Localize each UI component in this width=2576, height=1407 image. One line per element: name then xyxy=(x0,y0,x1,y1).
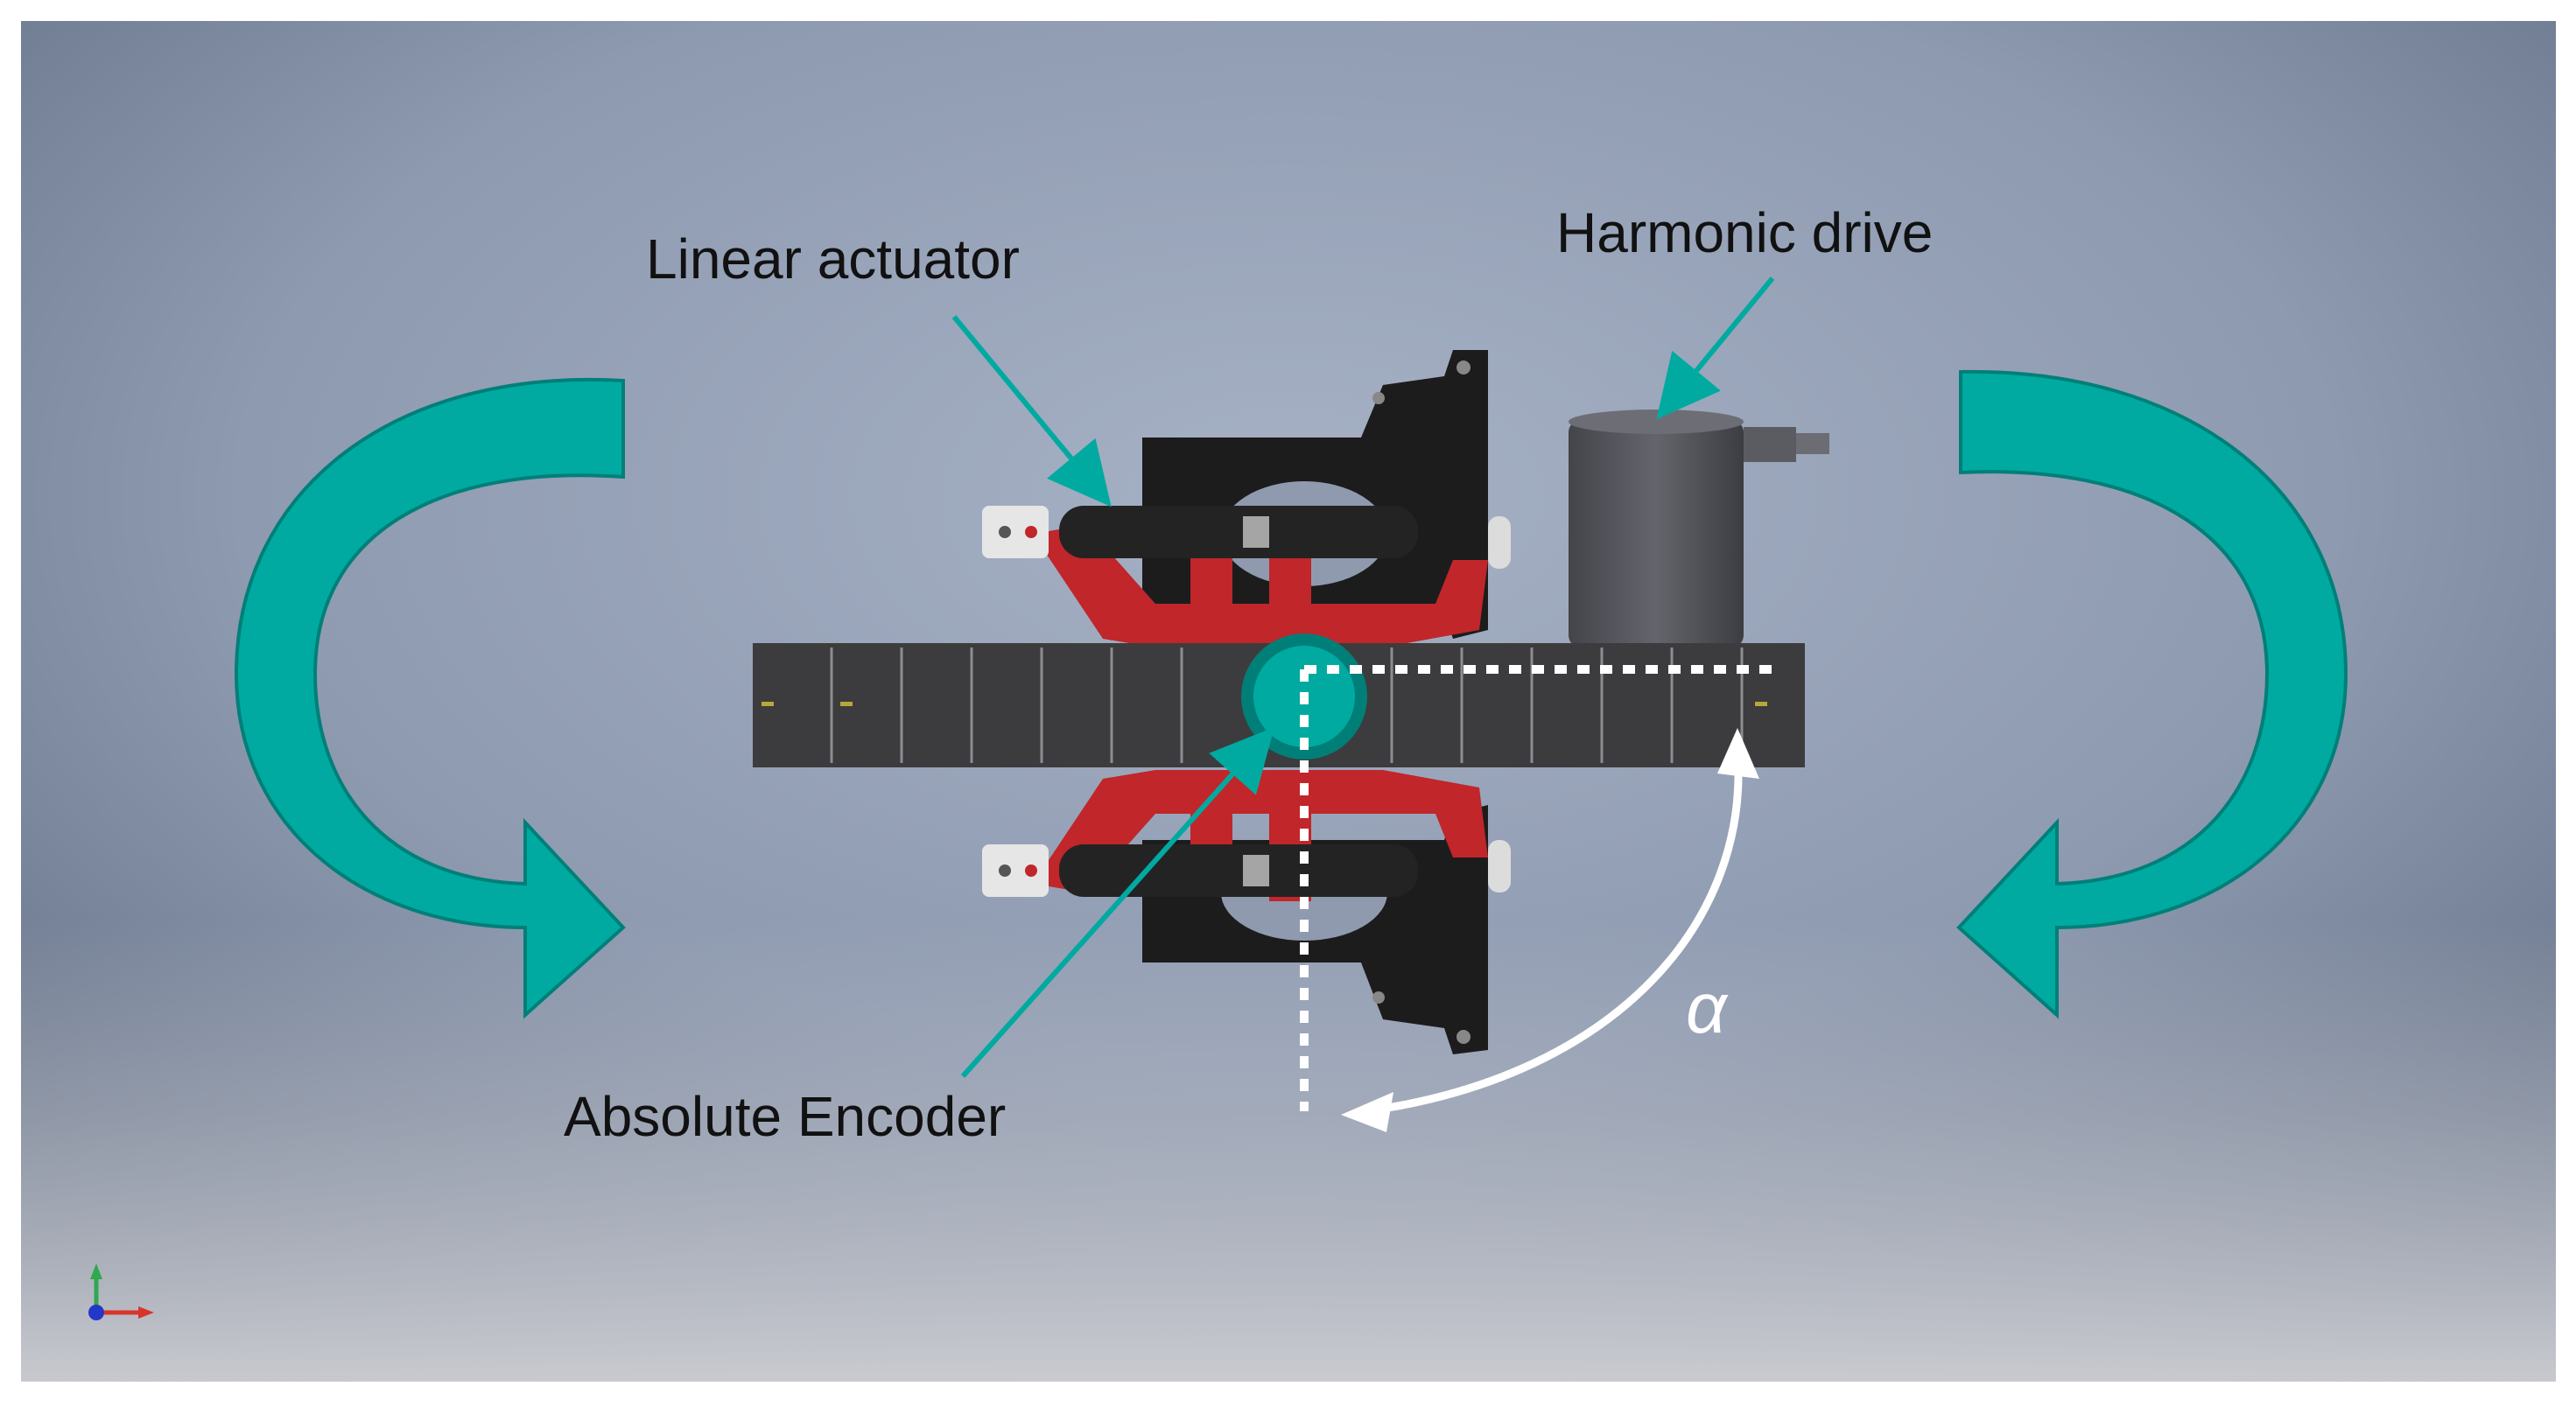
label-harmonic-drive: Harmonic drive xyxy=(1556,201,1933,264)
label-absolute-encoder: Absolute Encoder xyxy=(564,1085,1006,1148)
callout-leaders xyxy=(951,276,1775,1078)
label-linear-actuator: Linear actuator xyxy=(646,228,1020,290)
lower-linear-actuator xyxy=(982,844,1418,897)
right-rotation-arrow-icon xyxy=(1956,369,2348,1019)
label-angle-alpha: α xyxy=(1686,969,1729,1048)
left-rotation-arrow-icon xyxy=(234,377,626,1019)
upper-linear-actuator xyxy=(982,506,1418,558)
harmonic-drive-motor xyxy=(1569,410,1829,648)
render-floor xyxy=(21,919,2556,1382)
angle-arc-arrow xyxy=(1341,728,1759,1132)
xyz-axis-triad-icon xyxy=(88,1264,154,1320)
angle-reference-lines xyxy=(1300,665,1775,1111)
